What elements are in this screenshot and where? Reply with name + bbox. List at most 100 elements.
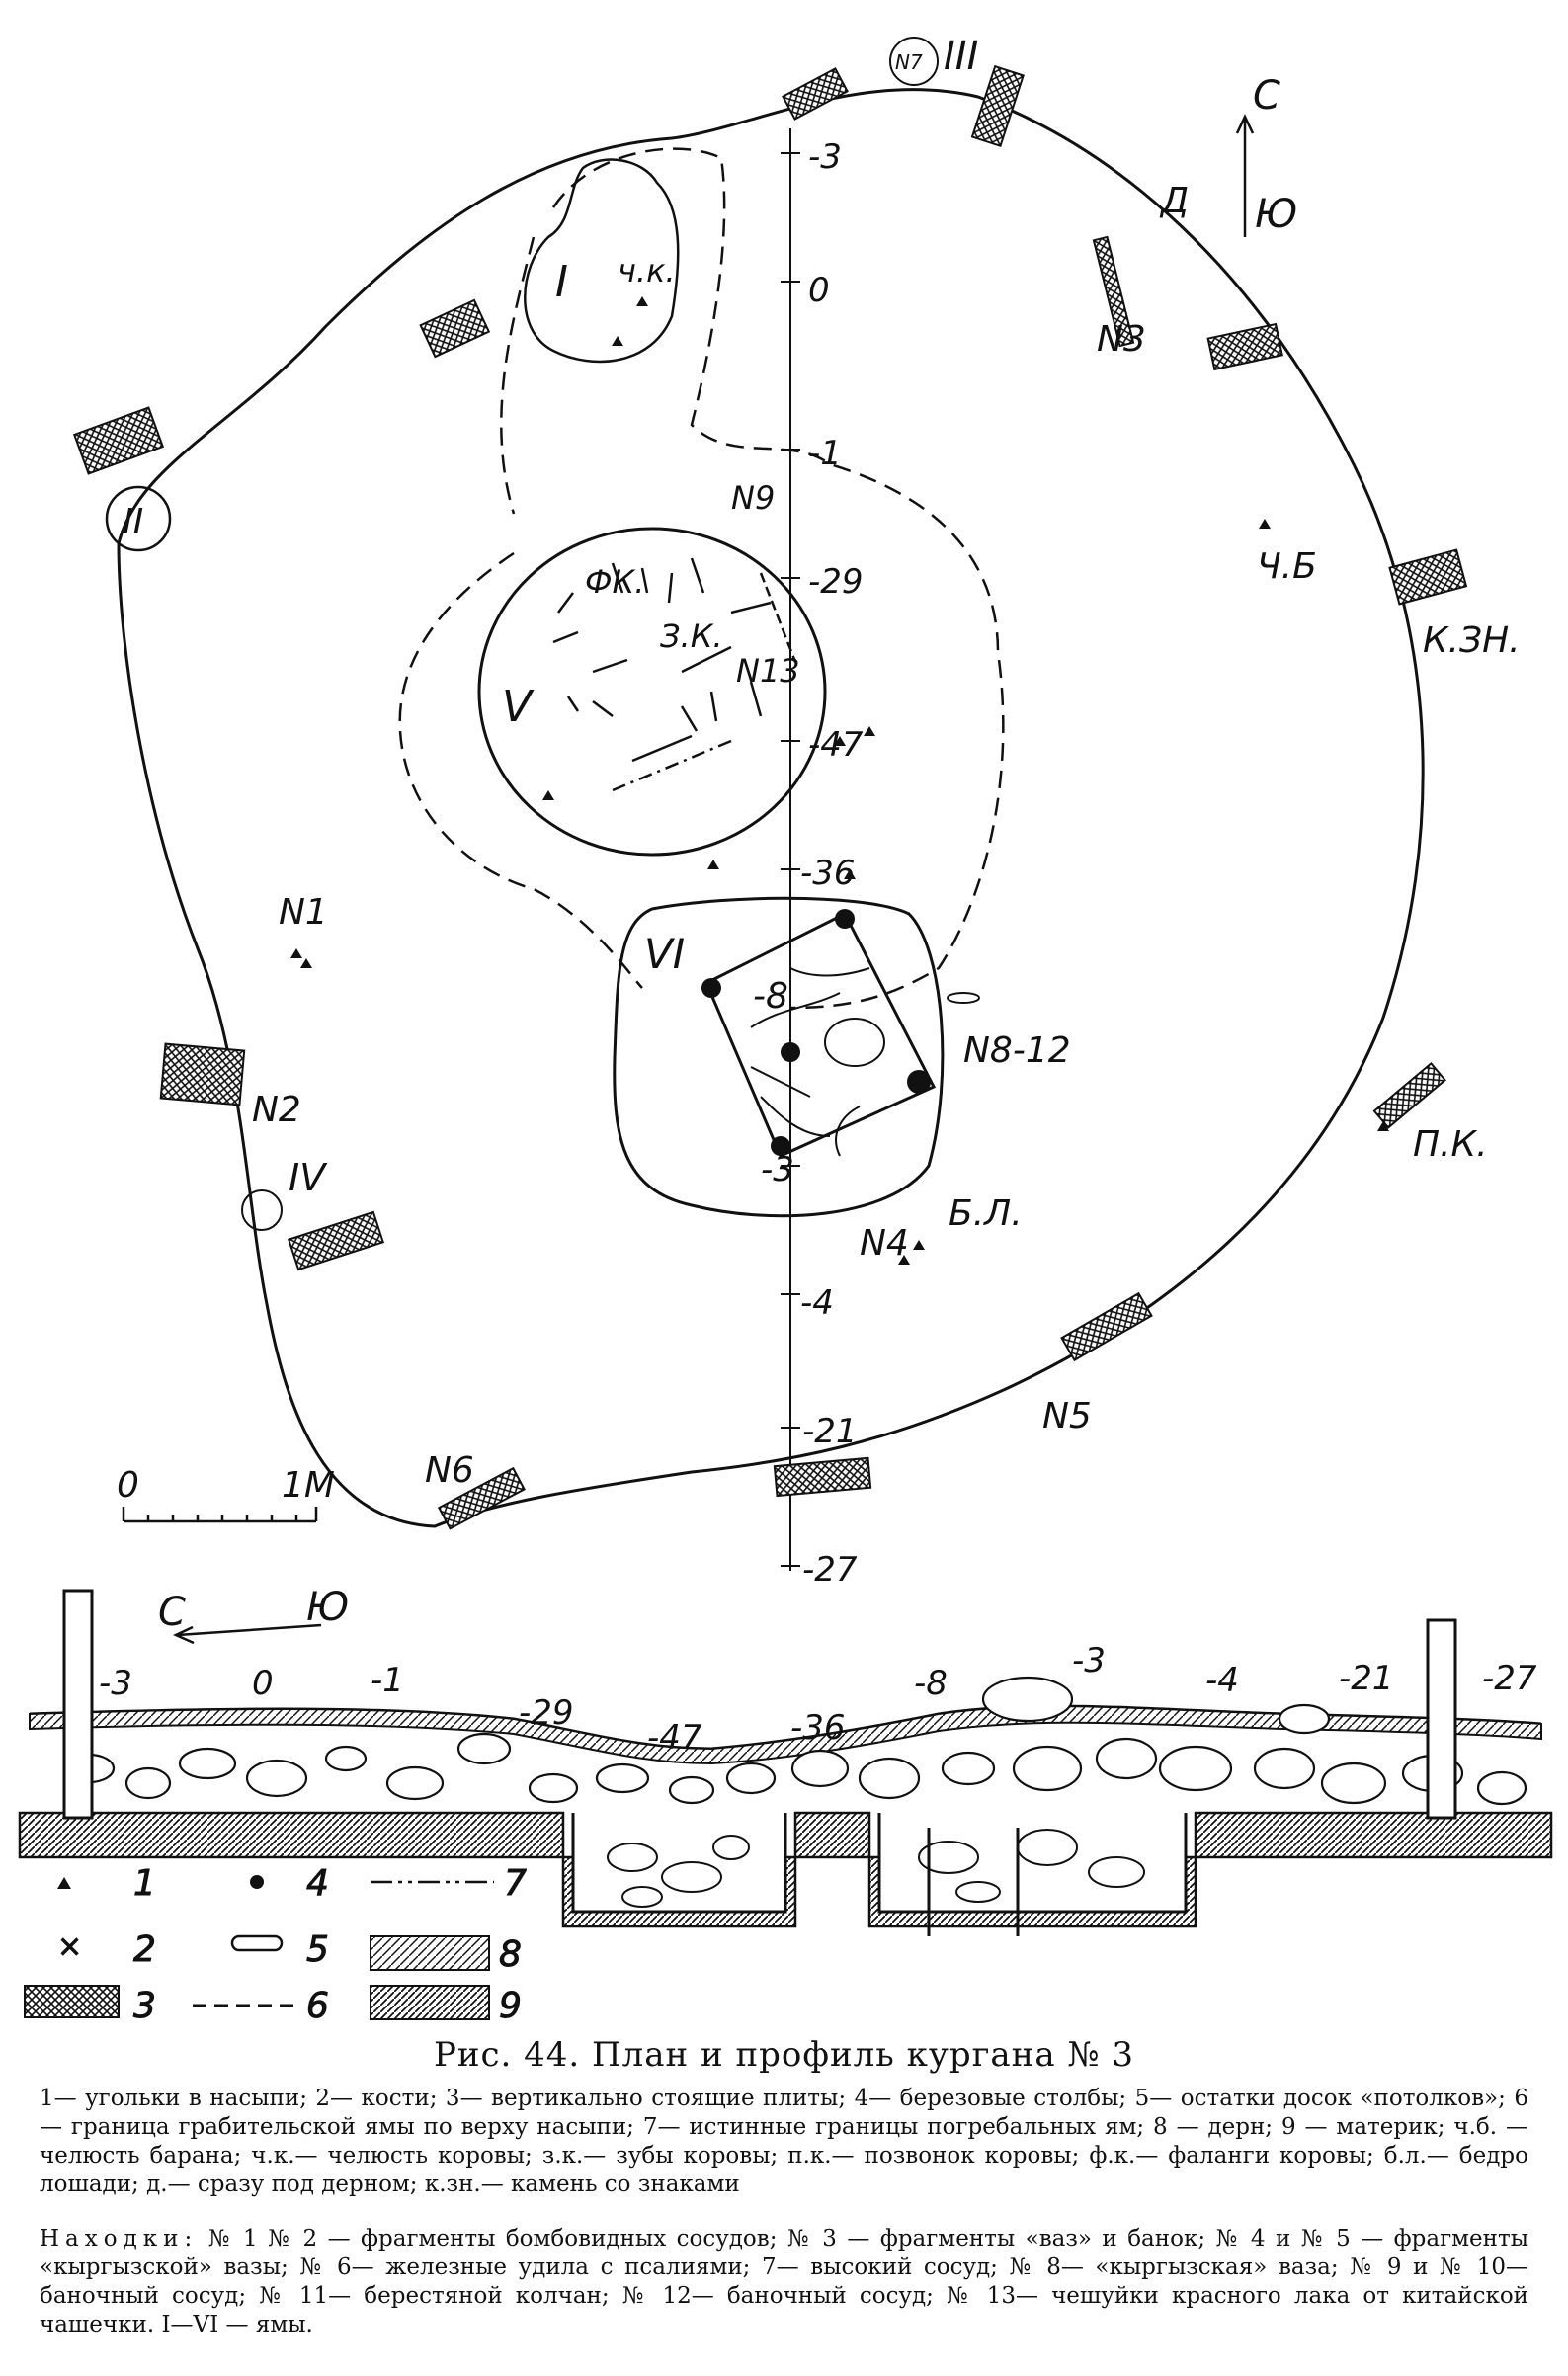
pit-I [524, 158, 680, 364]
legend-num-2: 2 [133, 1929, 156, 1970]
mark-minus47: -47 [808, 725, 864, 765]
legend-symbol-8 [370, 1935, 490, 1971]
find-N7: N7 [895, 50, 923, 74]
legend-symbol-9 [370, 1985, 490, 2020]
mark-minus3b: -3 [761, 1150, 794, 1189]
pit-label-III: III [944, 34, 978, 79]
plan-labels: С Ю I II III IV V VI ч.к. ФК. З.К. -3 0 … [117, 34, 1521, 1590]
legend-symbol-4 [250, 1875, 264, 1889]
mark-minus21: -21 [802, 1412, 858, 1451]
robbery-boundary-upper [500, 147, 1005, 1010]
mark-minus27: -27 [802, 1550, 858, 1590]
south-label: Ю [1255, 192, 1297, 237]
pit-stones [607, 1829, 1145, 1908]
pit-III [889, 37, 939, 86]
legend-num-7: 7 [504, 1863, 527, 1904]
profile-mark-9: -4 [1205, 1661, 1239, 1700]
legend-num-3: 3 [133, 1986, 156, 2025]
legend-num-6: 6 [306, 1986, 329, 2025]
legend-num-8: 8 [499, 1934, 522, 1975]
find-N9: N9 [731, 479, 775, 517]
charcoal-marks [290, 296, 1389, 1265]
legend-num-9: 9 [499, 1986, 522, 2025]
mark-minus8: -8 [753, 976, 788, 1017]
find-N6: N6 [425, 1450, 474, 1491]
profile-mark-6: -36 [790, 1708, 846, 1748]
mark-minus4: -4 [800, 1283, 834, 1323]
pit-IV [241, 1189, 283, 1231]
find-N3: N3 [1097, 319, 1146, 360]
finds-label: Находки: [40, 2226, 199, 2252]
note-bl: Б.Л. [949, 1193, 1023, 1234]
post-south [1426, 1618, 1457, 1820]
find-N5: N5 [1042, 1396, 1092, 1436]
turf-layer [29, 1705, 1542, 1765]
legend-symbol-2: × [57, 1929, 82, 1964]
mark-minus36: -36 [800, 854, 856, 893]
legend-symbol-5 [230, 1934, 284, 1952]
label-fk: ФК. [585, 563, 644, 601]
pit-label-V: V [502, 682, 535, 732]
profile-mark-5: -47 [647, 1718, 702, 1758]
pit-V [477, 527, 827, 857]
find-N2: N2 [252, 1090, 301, 1130]
profile-mark-2: 0 [252, 1664, 274, 1703]
legend-symbol-1 [57, 1877, 71, 1889]
pit-label-VI: VI [644, 930, 685, 978]
profile-mark-10: -21 [1339, 1659, 1394, 1698]
pit-label-II: II [123, 502, 143, 542]
pit-VI [613, 896, 945, 1218]
legend: 1 × 2 3 4 5 6 7 8 9 [24, 1863, 528, 2025]
note-d: Д [1159, 181, 1189, 221]
label-chk: ч.к. [618, 252, 676, 289]
profile-labels: С Ю -3 0 -1 -29 -47 -36 -8 -3 -4 -21 -27 [99, 1585, 1537, 1758]
mark-minus29: -29 [808, 562, 864, 602]
kurgan-outline [117, 88, 1425, 1528]
mark-minus3: -3 [808, 137, 842, 177]
scale-one: 1М [282, 1465, 335, 1506]
pit-label-IV: IV [289, 1156, 328, 1199]
profile-mark-1: -3 [99, 1664, 132, 1703]
label-zk: З.К. [660, 617, 723, 655]
pit-label-I: I [555, 257, 568, 307]
find-N1: N1 [279, 892, 328, 933]
profile-mark-3: -1 [371, 1661, 404, 1700]
profile-north: С [158, 1590, 186, 1635]
profile-view [18, 1589, 1553, 1936]
mark-0: 0 [808, 271, 830, 310]
bone-scatter [552, 557, 797, 792]
robbery-boundary [398, 551, 643, 989]
find-N8-12: N8-12 [963, 1030, 1071, 1071]
finds-list: № 1 № 2 — фрагменты бомбовидных сосудов;… [40, 2226, 1529, 2337]
profile-mark-4: -29 [519, 1693, 574, 1733]
kurgan-figure: С Ю I II III IV V VI ч.к. ФК. З.К. -3 0 … [18, 34, 1553, 2025]
north-arrow [1235, 114, 1255, 237]
birch-posts [701, 909, 931, 1156]
figure-legend-text: 1— угольки в насыпи; 2— кости; 3— вертик… [40, 2086, 1528, 2197]
profile-mark-11: -27 [1482, 1659, 1537, 1698]
legend-num-1: 1 [133, 1863, 156, 1904]
burial-contents [750, 967, 980, 1157]
burial-frame [704, 911, 937, 1158]
post-north [62, 1589, 94, 1820]
legend-symbol-3 [24, 1985, 120, 2018]
find-N4: N4 [860, 1223, 909, 1264]
find-N13: N13 [736, 652, 800, 690]
plan-view [72, 37, 1468, 1571]
note-pk: П.К. [1413, 1124, 1488, 1165]
scale-zero: 0 [117, 1465, 139, 1506]
figure-title: Рис. 44. План и профиль кургана № 3 [433, 2035, 1135, 2075]
pit-walls [571, 1813, 1188, 1914]
centerline-ticks [781, 152, 800, 1567]
standing-slabs [72, 64, 1468, 1530]
legend-num-4: 4 [306, 1863, 329, 1904]
profile-south: Ю [306, 1585, 349, 1630]
note-chb: Ч.Б [1257, 546, 1317, 587]
profile-direction-arrow [172, 1623, 322, 1645]
figure-finds-text: Находки: № 1 № 2 — фрагменты бомбовидных… [40, 2225, 1528, 2339]
legend-num-5: 5 [306, 1929, 329, 1970]
pit-II [105, 485, 172, 552]
note-kzn: К.ЗН. [1423, 620, 1521, 661]
scale-bar [122, 1507, 318, 1523]
north-label: С [1253, 73, 1280, 119]
